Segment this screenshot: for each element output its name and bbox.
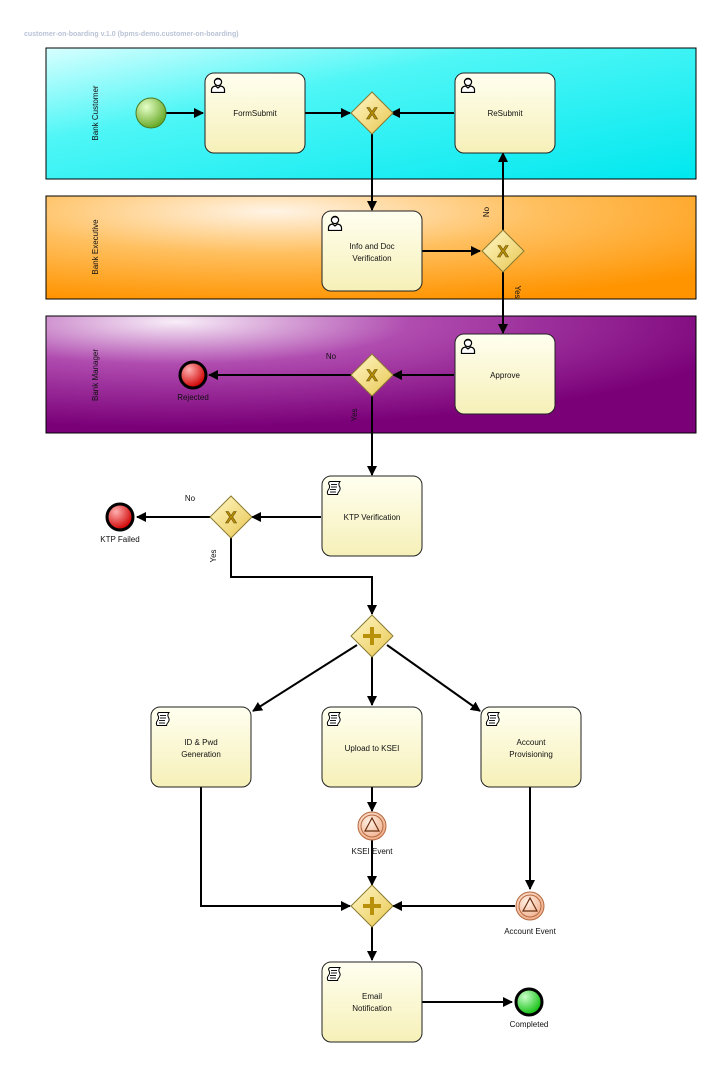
end-event-ktp-failed[interactable]: KTP Failed xyxy=(100,502,140,544)
parallel-gateway-join[interactable] xyxy=(350,884,394,928)
end-event-rejected[interactable]: Rejected xyxy=(177,360,209,402)
exclusive-gateway-ktp[interactable]: X xyxy=(209,495,253,539)
script-icon xyxy=(326,967,341,981)
lane-label-customer: Bank Customer xyxy=(91,85,100,140)
script-icon xyxy=(485,712,500,726)
process-header: customer-on-boarding v.1.0 (bpms-demo.cu… xyxy=(24,31,239,38)
script-icon xyxy=(326,712,341,726)
task-upload-ksei[interactable]: Upload to KSEI xyxy=(321,706,423,788)
exclusive-gateway-approval[interactable]: X xyxy=(350,353,394,397)
x-icon: X xyxy=(497,242,509,261)
task-label: ReSubmit xyxy=(487,109,523,118)
task-id-pwd-generation[interactable]: ID & Pwd Generation xyxy=(150,706,252,788)
script-icon xyxy=(326,481,341,495)
task-email-notification[interactable]: Email Notification xyxy=(321,961,423,1043)
task-info-doc-verification[interactable]: Info and Doc Verification xyxy=(321,210,423,292)
task-label: KTP Verification xyxy=(344,513,401,522)
exclusive-gateway-resubmit-merge[interactable]: X xyxy=(350,91,394,135)
x-icon: X xyxy=(366,104,378,123)
plus-icon xyxy=(363,627,381,645)
task-label: Account xyxy=(517,738,547,747)
event-label: Rejected xyxy=(177,393,209,402)
plus-icon xyxy=(363,897,381,915)
flow-label-ktp-yes: Yes xyxy=(209,549,218,562)
task-label: Notification xyxy=(352,1004,392,1013)
lane-label-manager: Bank Manager xyxy=(91,349,100,401)
flow-label-mgr-no: No xyxy=(326,352,337,361)
end-event-completed[interactable]: Completed xyxy=(510,987,549,1029)
task-label: Generation xyxy=(181,750,221,759)
task-label: Info and Doc xyxy=(349,242,394,251)
task-label: ID & Pwd xyxy=(184,738,217,747)
task-label: Provisioning xyxy=(509,750,553,759)
task-label: FormSubmit xyxy=(233,109,277,118)
event-label: Completed xyxy=(510,1020,549,1029)
flow-label-ktp-no: No xyxy=(185,494,196,503)
task-label: Email xyxy=(362,992,382,1001)
flow-label-exec-no: No xyxy=(482,206,491,217)
task-approve[interactable]: Approve xyxy=(454,333,556,415)
event-label: KTP Failed xyxy=(100,535,139,544)
signal-event-ksei[interactable]: KSEI Event xyxy=(352,811,394,856)
x-icon: X xyxy=(366,366,378,385)
triangle-icon xyxy=(363,816,381,832)
task-ktp-verification[interactable]: KTP Verification xyxy=(321,475,423,557)
flow-label-exec-yes: Yes xyxy=(513,285,522,298)
lane-label-executive: Bank Executive xyxy=(91,219,100,275)
script-icon xyxy=(155,712,170,726)
task-form-submit[interactable]: FormSubmit xyxy=(204,72,306,154)
task-resubmit[interactable]: ReSubmit xyxy=(454,72,556,154)
task-account-provisioning[interactable]: Account Provisioning xyxy=(480,706,582,788)
flow-label-mgr-yes: Yes xyxy=(350,408,359,421)
exclusive-gateway-verification[interactable]: X xyxy=(481,229,525,273)
task-label: Upload to KSEI xyxy=(345,744,400,753)
sequence-flows xyxy=(136,108,535,1007)
event-label: Account Event xyxy=(504,927,556,936)
signal-event-account[interactable]: Account Event xyxy=(504,891,557,936)
task-label: Approve xyxy=(490,371,520,380)
triangle-icon xyxy=(521,896,539,912)
x-icon: X xyxy=(225,508,237,527)
task-label: Verification xyxy=(352,254,391,263)
event-label: KSEI Event xyxy=(352,847,394,856)
parallel-gateway-split[interactable] xyxy=(350,614,394,658)
start-event[interactable] xyxy=(135,97,167,129)
